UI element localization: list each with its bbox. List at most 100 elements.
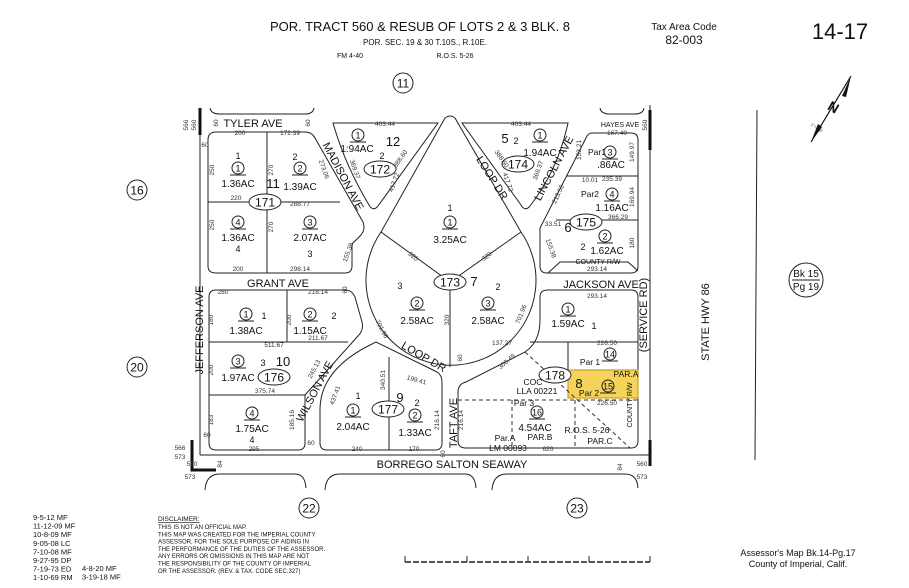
page-ref-number: 20 xyxy=(130,361,144,375)
page-ref-number: 22 xyxy=(302,502,316,516)
dimension-label: 403.44 xyxy=(375,121,395,128)
acreage-label: 1.15AC xyxy=(293,326,326,337)
parcel-oval-4[interactable]: 175 xyxy=(569,213,603,231)
dimension-label: 185.16 xyxy=(289,410,296,430)
dimension-label: 620 xyxy=(543,446,554,453)
dimension-label: 155.38 xyxy=(544,238,558,259)
acreage-label: 2.04AC xyxy=(336,422,369,433)
dimension-label: 180 xyxy=(629,237,636,248)
dimension-label: 60 xyxy=(457,354,464,362)
dimension-label: 180 xyxy=(208,314,215,325)
page-ref-2[interactable]: 20 xyxy=(126,356,148,378)
parcel-label: PAR.C xyxy=(587,436,612,446)
page-ref-0[interactable]: 11 xyxy=(392,72,414,94)
lot-circle-icon xyxy=(408,408,422,422)
parcel-oval-shape xyxy=(433,273,467,291)
dimension-label: 226.50 xyxy=(597,340,617,347)
parcel-oval-5[interactable]: 176 xyxy=(257,368,291,386)
street-label: BORREGO SALTON SEAWAY xyxy=(377,459,528,471)
parcel-label: Par 1 xyxy=(580,357,601,367)
footer-county: County of Imperial, Calif. xyxy=(749,559,848,569)
acreage-label: 1.36AC xyxy=(221,233,254,244)
acreage-label: 1.94AC xyxy=(523,148,556,159)
block-10 xyxy=(208,289,363,451)
lot-circle-number: 15 xyxy=(603,382,613,392)
parcel-label: PAR.B xyxy=(528,432,553,442)
lot-number: 3 xyxy=(307,249,312,259)
street-label: COUNTY R/W xyxy=(627,382,634,427)
dimension-label: 213.56 xyxy=(551,184,566,205)
dimension-label: 560 xyxy=(642,119,649,130)
dimension-label: 566 xyxy=(175,445,186,452)
page-ref-3[interactable]: 22 xyxy=(298,497,320,519)
dimension-label: 235.39 xyxy=(602,176,622,183)
map-title: POR. TRACT 560 & RESUB OF LOTS 2 & 3 BLK… xyxy=(270,19,570,34)
lot-circle-number: 1 xyxy=(235,164,240,174)
dimension-label: 167.40 xyxy=(607,130,627,137)
parcel-oval-0[interactable]: 171 xyxy=(248,193,282,211)
disclaimer-heading: DISCLAIMER: xyxy=(158,516,200,523)
page-ref-circle-icon xyxy=(298,497,320,519)
page-ref-circle-icon xyxy=(566,497,588,519)
street-label: TYLER AVE xyxy=(223,118,282,130)
parcel-oval-1[interactable]: 172 xyxy=(363,160,397,178)
lot-circle-icon xyxy=(303,307,317,321)
street-label: TAFT AVE xyxy=(448,398,460,448)
lot-circle-icon xyxy=(533,128,547,142)
parcel-label: LLA 00221 xyxy=(517,386,558,396)
block-number: 7 xyxy=(470,274,477,289)
parcel-label: Par1 xyxy=(588,147,606,157)
parcel-oval-6[interactable]: 177 xyxy=(371,400,405,418)
page-ref-number: 23 xyxy=(570,502,584,516)
parcel-label: PAR.A xyxy=(614,369,639,379)
adjacent-map-reference[interactable]: Bk 15 Pg 19 xyxy=(788,262,824,298)
lot-circle-icon xyxy=(293,161,307,175)
block-7 xyxy=(365,115,537,367)
lot-circle-number: 1 xyxy=(565,305,570,315)
dimension-label: 137.27 xyxy=(492,340,512,347)
revision-entry: 7-10-08 MF xyxy=(33,547,72,556)
page-ref-circle-icon xyxy=(126,356,148,378)
lot-circle-icon xyxy=(601,379,615,393)
dimension-label: 560 xyxy=(191,119,198,130)
street-label: COUNTY R/W xyxy=(576,259,621,266)
lot-number: 2 xyxy=(513,136,518,146)
dimension-label: 701.96 xyxy=(515,304,529,325)
dimension-label: 560 xyxy=(637,461,648,468)
parcel-oval-2[interactable]: 173 xyxy=(433,273,467,291)
ros-reference: R.O.S. 5-26 xyxy=(437,53,474,60)
street-label: JACKSON AVE xyxy=(563,279,639,291)
dimension-label: 250 xyxy=(209,219,216,230)
acreage-label: 1.75AC xyxy=(235,424,268,435)
page-number: 14-17 xyxy=(812,19,868,44)
dimension-label: 200 xyxy=(208,364,215,375)
acreage-label: 1:94AC xyxy=(340,144,373,155)
parcel-oval-3[interactable]: 174 xyxy=(501,155,535,173)
lot-circle-icon xyxy=(351,128,365,142)
dimension-label: 199.41 xyxy=(406,375,427,387)
dimension-label: 10.01 xyxy=(582,177,599,184)
dimension-label: 437.41 xyxy=(329,385,343,406)
lot-circle-icon xyxy=(481,296,495,310)
parcel-oval-7[interactable]: 178 xyxy=(538,366,572,384)
dimension-label: 320 xyxy=(444,314,451,325)
lot-circle-number: 3 xyxy=(607,148,612,158)
page-ref-4[interactable]: 23 xyxy=(566,497,588,519)
page-ref-1[interactable]: 16 xyxy=(126,179,148,201)
lot-circle-number: 16 xyxy=(532,408,542,418)
dimension-label: 366.29 xyxy=(608,214,628,221)
dimension-label: 566 xyxy=(183,119,190,130)
dimension-label: 293.14 xyxy=(587,293,607,300)
parcel-number: 174 xyxy=(508,158,528,172)
dimension-label: 375.74 xyxy=(255,388,275,395)
adjacent-page: Pg 19 xyxy=(793,282,820,293)
lot-circle-number: 3 xyxy=(485,299,490,309)
lot-circle-icon xyxy=(598,229,612,243)
acreage-label: 1.97AC xyxy=(221,373,254,384)
block-number: 10 xyxy=(276,354,290,369)
dimension-label: 60 xyxy=(342,286,349,294)
lot-circle-icon xyxy=(605,187,619,201)
lot-circle-number: 1 xyxy=(447,218,452,228)
disclaimer-line: THE RESPONSIBILITY OF THE COUNTY OF IMPE… xyxy=(158,562,312,568)
